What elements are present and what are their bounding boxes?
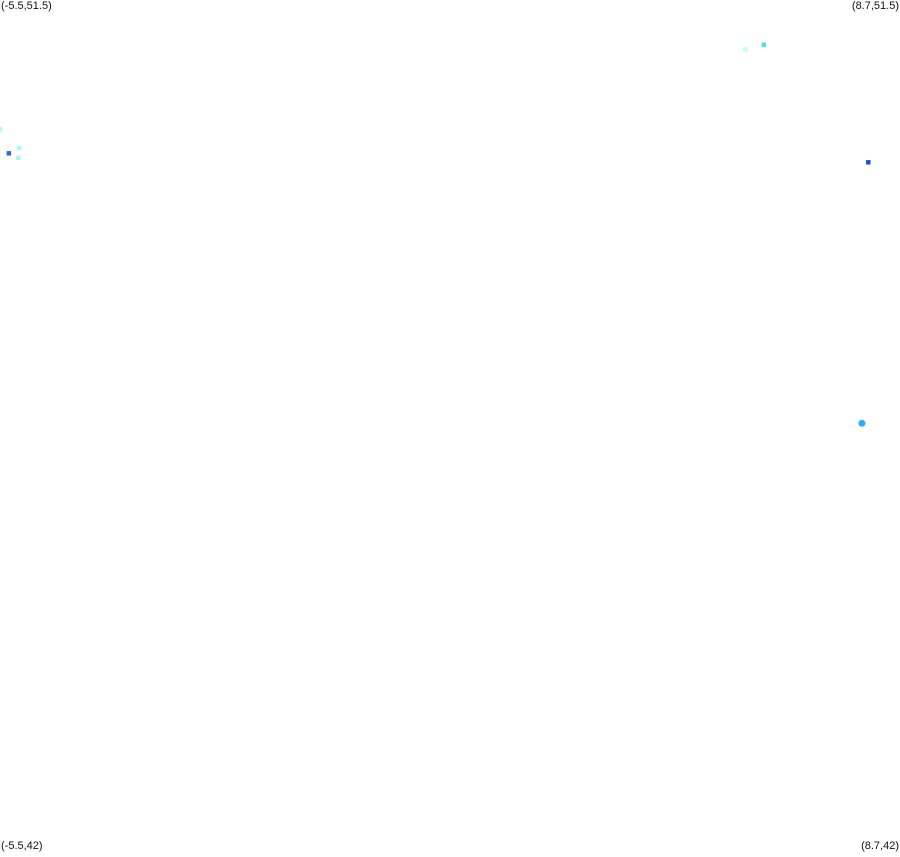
- corner-label-top-left: (-5.5,51.5): [1, 0, 52, 12]
- map-point-2[interactable]: [6, 151, 12, 156]
- map-point-4[interactable]: [16, 155, 21, 161]
- corner-label-top-right: (8.7,51.5): [851, 0, 899, 12]
- map-point-7[interactable]: [858, 419, 866, 427]
- corner-label-bottom-right: (8.7,42): [861, 840, 899, 852]
- corner-label-bottom-left: (-5.5,42): [1, 840, 43, 852]
- map-point-3[interactable]: [16, 145, 22, 151]
- map-point-6[interactable]: [761, 42, 766, 48]
- map-point-8[interactable]: [866, 160, 871, 165]
- map-point-5[interactable]: [743, 47, 748, 52]
- map-point-1[interactable]: [0, 126, 3, 132]
